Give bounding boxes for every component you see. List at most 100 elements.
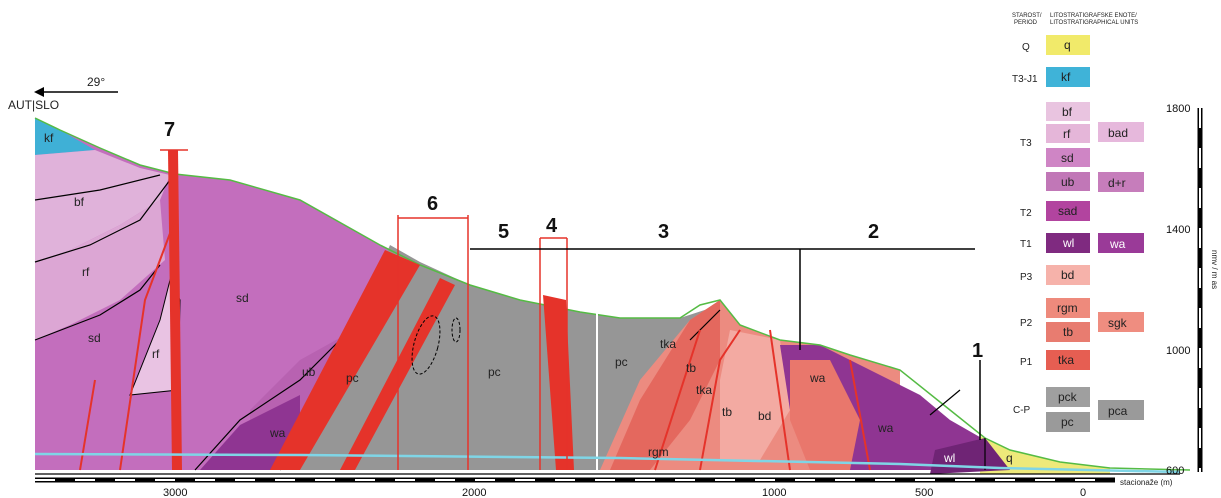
x-axis-label: stacionaže (m) [1120, 478, 1173, 487]
legend-swatch-bad [1098, 122, 1144, 142]
legend-swatch-sd [1046, 148, 1090, 167]
y-tick-600: 600 [1166, 465, 1184, 477]
legend-swatch-tb [1046, 322, 1090, 342]
legend-period-p3: P3 [1020, 272, 1033, 283]
country-label: AUT|SLO [8, 98, 59, 112]
legend-swatch-pck [1046, 387, 1090, 407]
legend-period-p2: P2 [1020, 318, 1033, 329]
label-wl: wl [943, 451, 955, 465]
label-bf: bf [74, 195, 85, 209]
legend-swatch-tka [1046, 350, 1090, 370]
water-table [34, 452, 1181, 474]
legend-unit-bf: bf [1062, 105, 1073, 119]
label-rgm: rgm [648, 445, 669, 459]
label-tb-1: tb [686, 361, 696, 375]
legend-swatch-wa [1098, 233, 1144, 253]
label-wa-2: wa [877, 421, 894, 435]
legend-unit-sd: sd [1061, 151, 1074, 165]
x-tick-1000: 1000 [762, 487, 786, 498]
legend-swatch-q [1046, 35, 1090, 55]
legend-unit-dr: d+r [1108, 176, 1126, 190]
legend-unit-ub: ub [1061, 175, 1075, 189]
legend-swatch-sad [1046, 201, 1090, 221]
legend-unit-tka: tka [1058, 353, 1074, 367]
section-number-6: 6 [427, 193, 438, 215]
label-pc-3: pc [615, 355, 628, 369]
section-markers [160, 149, 568, 470]
unit-red-right [790, 360, 860, 470]
legend-swatch-bd [1046, 265, 1090, 285]
unit-rf [35, 200, 165, 340]
y-tick-1400: 1400 [1166, 224, 1190, 236]
legend-unit-pck: pck [1058, 390, 1078, 404]
lens-outlines [411, 315, 461, 375]
legend-period-t2: T2 [1020, 208, 1032, 219]
unit-bf [35, 150, 170, 262]
unit-wa-left [200, 395, 300, 470]
legend-period-cp: C-P [1013, 405, 1031, 416]
legend-swatch-rgm [1046, 298, 1090, 318]
x-tick-500: 500 [915, 487, 933, 498]
label-rf: rf [82, 265, 90, 279]
unit-kf [35, 118, 95, 155]
legend-period-t1: T1 [1020, 239, 1032, 250]
legend-unit-rgm: rgm [1057, 301, 1078, 315]
unit-bd [720, 330, 790, 460]
legend-header-right-2: LITOSTRATIGRAPHICAL UNITS [1050, 20, 1138, 26]
label-bd: bd [758, 409, 771, 423]
label-ub: ub [302, 365, 316, 379]
legend-unit-sad: sad [1058, 204, 1077, 218]
y-tick-1000: 1000 [1166, 345, 1190, 357]
section-number-2: 2 [868, 221, 879, 243]
label-tka-2: tka [696, 383, 712, 397]
label-rf-lens: rf [152, 347, 160, 361]
legend-unit-sgk: sgk [1108, 316, 1128, 330]
legend-swatch-bf [1046, 102, 1090, 121]
fault-lines [79, 219, 871, 471]
label-pc-1: pc [346, 371, 359, 385]
x-tick-0: 0 [1080, 487, 1086, 498]
section-number-4: 4 [546, 215, 558, 237]
y-tick-1800: 1800 [1166, 103, 1190, 115]
legend-unit-bd: bd [1061, 268, 1074, 282]
legend-unit-wa: wa [1109, 237, 1126, 251]
legend-swatch-kf [1046, 67, 1090, 87]
legend-period-q: Q [1022, 42, 1030, 53]
label-q: q [1006, 451, 1013, 465]
label-sd-main: sd [236, 291, 249, 305]
legend-swatch-pc [1046, 412, 1090, 432]
label-tka-1: tka [660, 337, 676, 351]
legend-swatch-pca [1098, 400, 1144, 420]
legend-header-right-1: LITOSTRATIGRAFSKE ENOTE/ [1050, 13, 1137, 19]
label-pc-2: pc [488, 365, 501, 379]
label-tb-2: tb [722, 405, 732, 419]
unit-pc-zone [300, 245, 720, 470]
legend-swatch-dr [1098, 172, 1144, 192]
legend-swatch-wl [1046, 233, 1090, 253]
legend-swatch-rf [1046, 124, 1090, 143]
unit-tka [610, 300, 720, 470]
legend-unit-wl: wl [1062, 236, 1074, 250]
legend-header-left-2: PERIOD [1014, 20, 1038, 26]
direction-arrow [34, 87, 118, 97]
label-wa-left: wa [269, 426, 286, 440]
legend-unit-pca: pca [1108, 404, 1128, 418]
legend-swatch-sgk [1098, 312, 1144, 332]
legend-swatch-ub [1046, 172, 1090, 191]
x-tick-2000: 2000 [462, 487, 486, 498]
legend-unit-rf: rf [1063, 127, 1071, 141]
legend: STAROST/ PERIOD LITOSTRATIGRAFSKE ENOTE/… [1012, 13, 1144, 432]
label-kf: kf [44, 131, 54, 145]
legend-header-left-1: STAROST/ [1012, 13, 1042, 19]
y-axis-label: nmv / m as [1210, 250, 1219, 289]
section-number-5: 5 [498, 221, 509, 243]
label-sd: sd [88, 331, 101, 345]
legend-unit-q: q [1064, 38, 1071, 52]
section-bars [470, 248, 981, 440]
legend-unit-kf: kf [1061, 70, 1071, 84]
section-number-3: 3 [658, 221, 669, 243]
legend-period-p1: P1 [1020, 357, 1033, 368]
legend-period-t3: T3 [1020, 138, 1032, 149]
label-wa-1: wa [809, 371, 826, 385]
